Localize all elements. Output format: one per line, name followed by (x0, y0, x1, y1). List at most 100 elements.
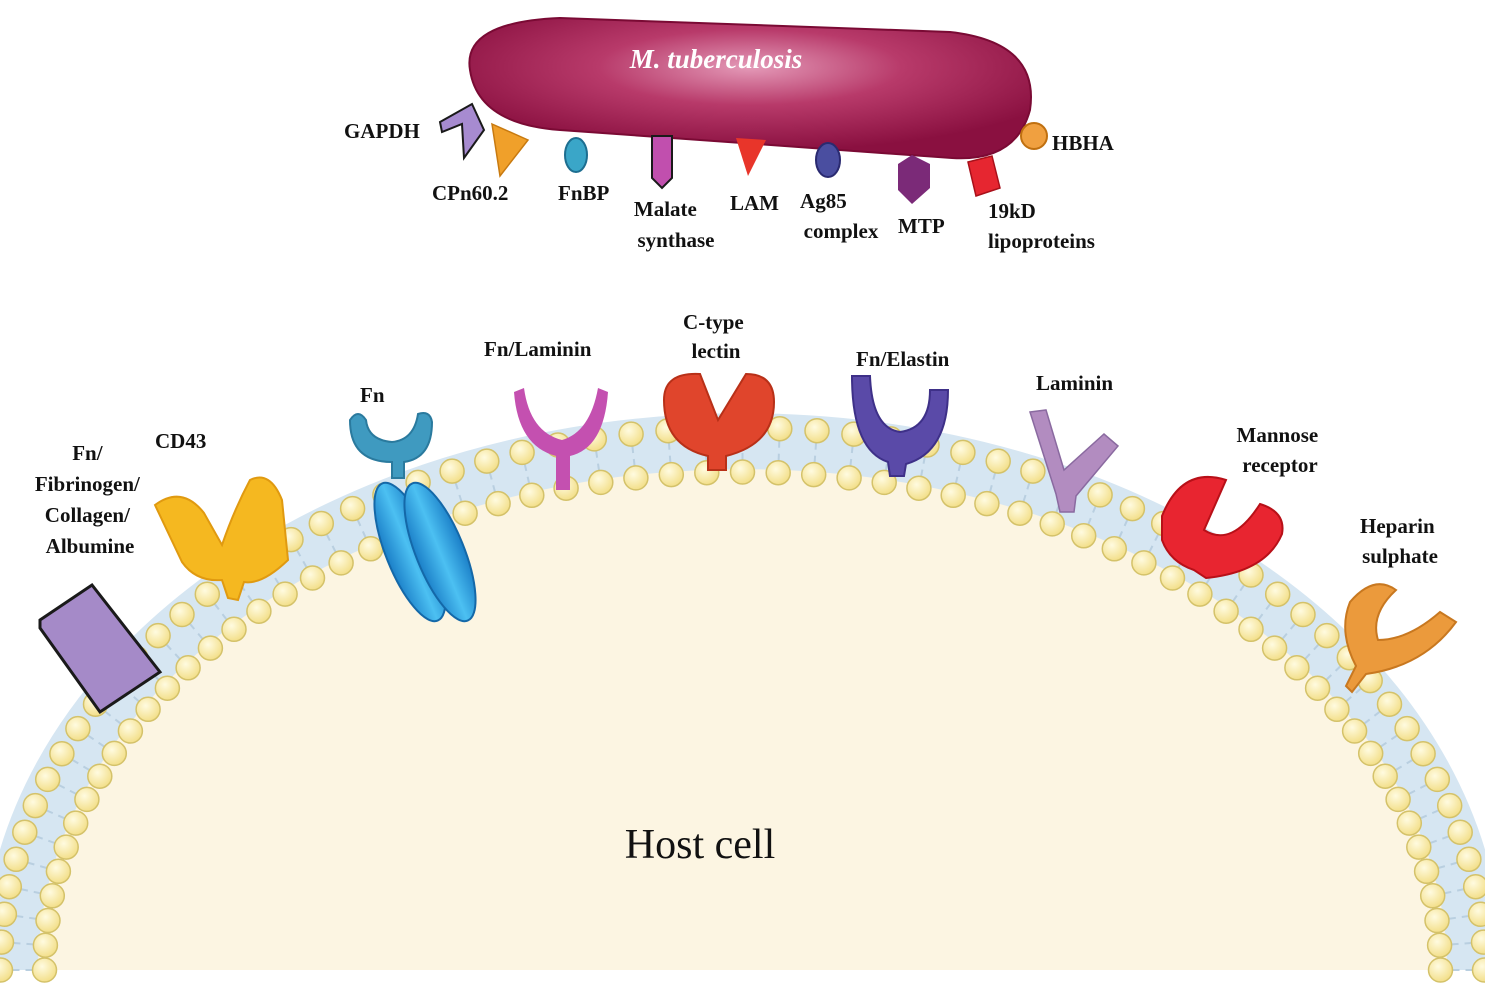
lipid-head (1020, 458, 1046, 484)
adhesin-mtp: MTP (898, 155, 945, 238)
receptor-fn-elastin: Fn/Elastin (850, 347, 950, 477)
receptor-label-line: Heparin (1360, 514, 1435, 538)
receptor-label: Fn/Elastin (856, 347, 950, 371)
lipid-head (34, 766, 61, 793)
receptor-label-line: Fibrinogen/ (35, 472, 141, 496)
adhesin-19kd: 19kD lipoproteins (967, 155, 1095, 253)
cpn60-shape (491, 122, 530, 178)
lipid-head (765, 459, 791, 486)
adhesin-label-line: Ag85 (800, 189, 847, 213)
lipid-head (1290, 601, 1316, 628)
receptor-label: Fn (360, 383, 385, 407)
lipid-head (618, 421, 644, 447)
adhesin-label-line: lipoproteins (988, 229, 1095, 253)
receptor-fn-laminin: Fn/Laminin (484, 337, 608, 490)
receptor-label-line: receptor (1242, 453, 1317, 477)
lipid-head (729, 459, 756, 485)
lipid-head (0, 957, 14, 983)
lipid-head (1467, 901, 1485, 928)
lipid-head (509, 439, 535, 466)
receptor-mannose: Mannose receptor (1161, 423, 1324, 580)
lipid-head (308, 510, 335, 537)
pentagon-receptor-shape (38, 582, 163, 715)
lipid-head (1413, 858, 1440, 885)
gapdh-shape (438, 102, 486, 161)
lipid-head (1396, 810, 1423, 836)
lipid-head (474, 448, 500, 474)
adhesin-gapdh: GAPDH (344, 102, 486, 161)
adhesin-malate-synthase: Malate synthase (634, 135, 715, 252)
lam-shape (736, 138, 766, 176)
hbha-shape (1020, 122, 1048, 150)
adhesin-fnbp: FnBP (558, 137, 610, 205)
lipid-head (1238, 616, 1264, 643)
lipid-head (169, 601, 195, 628)
lipid-head (1187, 581, 1213, 607)
receptor-label-line: Fn/ (72, 441, 104, 465)
lipid-head (45, 858, 72, 885)
svg-text:Mannose receptor: Mannose receptor (1237, 423, 1324, 477)
receptor-label: Fn/Laminin (484, 337, 592, 361)
lipid-head (800, 461, 827, 488)
lipid-head (1007, 500, 1033, 526)
lipid-head (53, 834, 79, 860)
lipid-head (1101, 536, 1128, 562)
lipid-head (117, 718, 144, 744)
lipid-head (1131, 550, 1157, 576)
receptor-label-line: Mannose (1237, 423, 1319, 447)
adhesin-label: HBHA (1052, 131, 1115, 155)
lipid-head (1419, 883, 1446, 909)
lipid-head (836, 465, 862, 491)
lipid-head (1462, 873, 1485, 900)
bacterium: M. tuberculosis (468, 16, 1032, 160)
lipid-head (974, 490, 1000, 517)
svg-text:Malate synthase: Malate synthase (634, 197, 715, 252)
lipid-head (439, 458, 465, 484)
receptor-label-line: lectin (692, 339, 741, 363)
lipid-head (1376, 691, 1403, 717)
lipid-head (1070, 523, 1097, 549)
lipid-head (1119, 495, 1146, 522)
lipid-head (74, 786, 100, 813)
lipid-head (175, 655, 201, 681)
lipid-head (299, 565, 326, 591)
lipid-head (1372, 763, 1398, 789)
lipid-head (1470, 929, 1485, 955)
receptor-label: CD43 (155, 429, 206, 453)
lipid-head (1427, 957, 1454, 983)
adhesin-label: GAPDH (344, 119, 420, 143)
receptor-label-line: Albumine (46, 534, 135, 558)
lipid-head (0, 873, 23, 900)
lipid-head (1447, 819, 1473, 845)
lipid-head (135, 696, 161, 723)
lipid-head (1039, 511, 1065, 537)
receptor-fn: Fn (348, 383, 477, 623)
adhesin-label-line: Malate (634, 197, 697, 221)
receptor-laminin: Laminin (1029, 371, 1120, 513)
lipid-head (1261, 635, 1288, 661)
lipid-head (950, 439, 976, 466)
bacterium-body (468, 16, 1032, 160)
lipid-head (1324, 696, 1350, 723)
cd43-receptor-shape (153, 476, 290, 602)
svg-text:Ag85 complex: Ag85 complex (800, 189, 879, 243)
malate-synthase-shape (651, 135, 673, 190)
lipid-head (1436, 792, 1463, 819)
fn-receptor-shape (348, 412, 434, 479)
cytoplasm (10, 441, 1475, 970)
lipid-head (1341, 718, 1368, 744)
svg-text:Heparin sulphate: Heparin sulphate (1360, 514, 1440, 568)
lipid-head (623, 465, 649, 491)
lipid-head (1426, 932, 1453, 958)
adhesin-hbha: HBHA (1020, 122, 1115, 155)
mannose-receptor-shape (1161, 475, 1284, 580)
lipid-head (658, 461, 685, 488)
adhesin-lam: LAM (730, 138, 779, 215)
lipid-head (339, 495, 366, 522)
svg-text:19kD lipoproteins: 19kD lipoproteins (988, 199, 1095, 253)
lipid-head (1087, 482, 1113, 508)
lipid-head (452, 500, 478, 526)
receptor-label-line: C-type (683, 310, 744, 334)
receptor-label-line: Collagen/ (45, 503, 131, 527)
